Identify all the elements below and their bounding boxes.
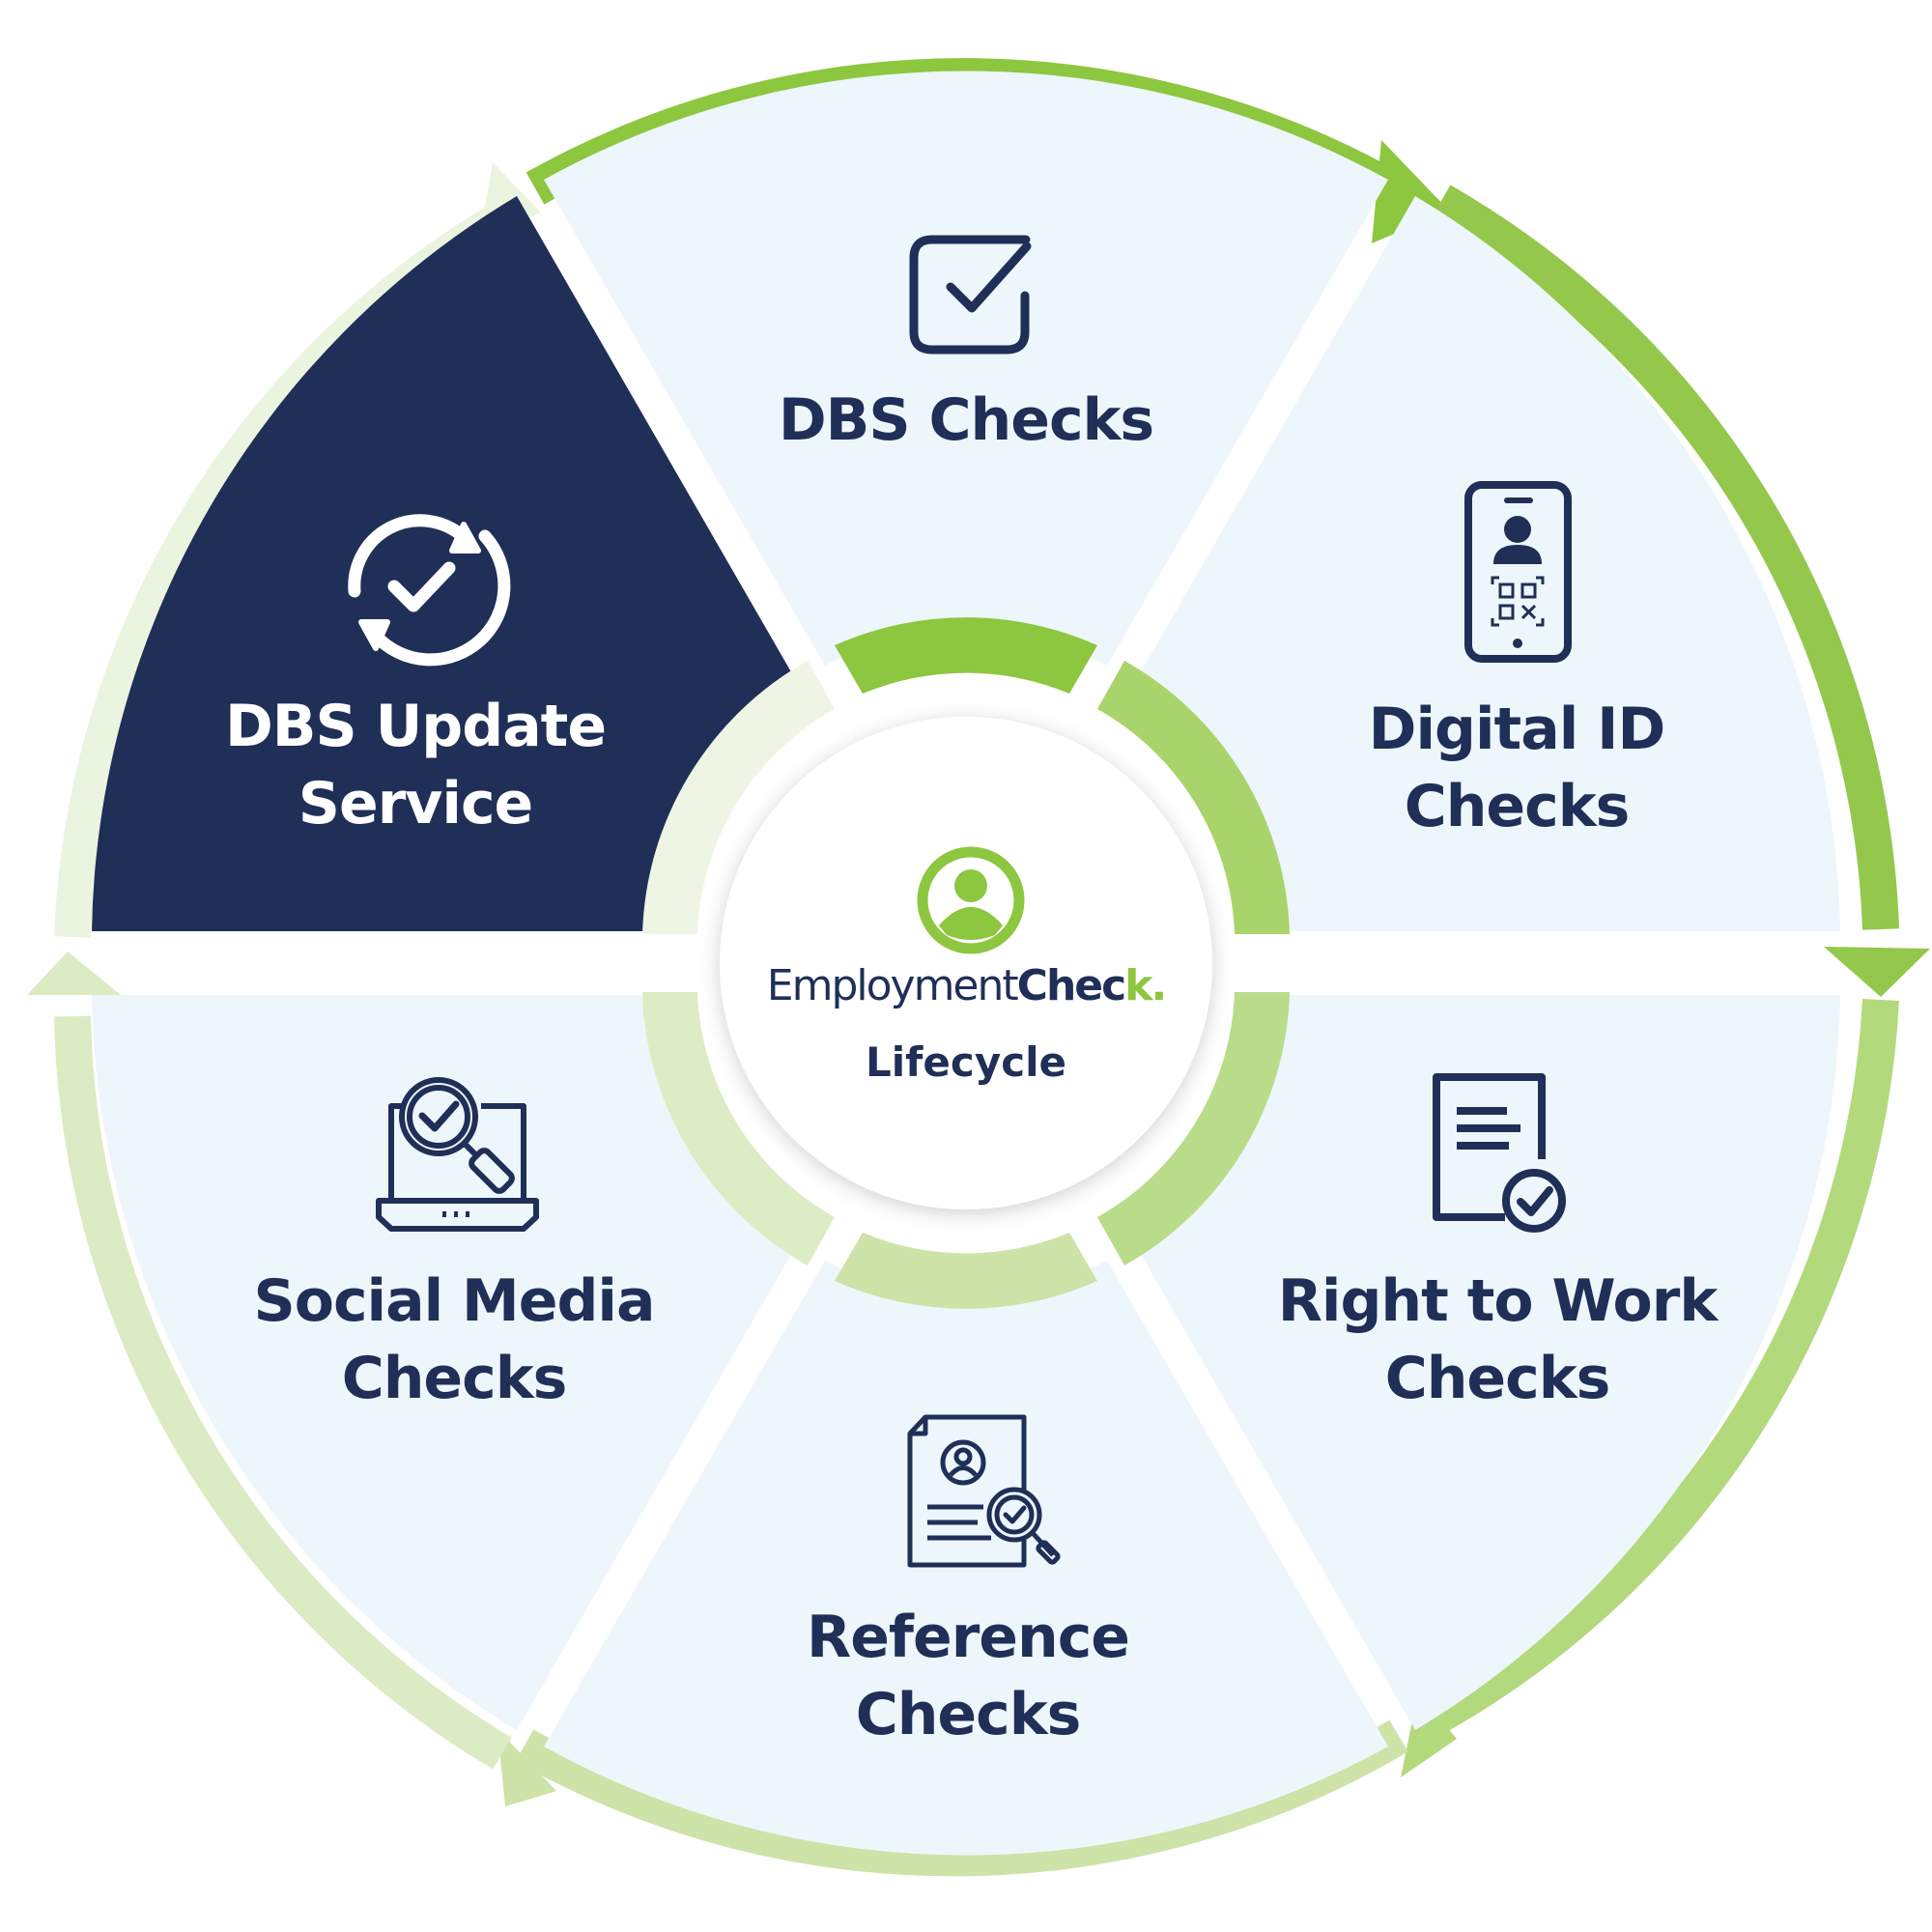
- document-check-icon: [1433, 1073, 1566, 1233]
- segment-title-line: DBS Checks: [778, 386, 1154, 454]
- user-circle-icon: [917, 846, 1025, 954]
- segment-title-line: Checks: [1404, 773, 1631, 840]
- segment-title-line: Checks: [341, 1345, 568, 1412]
- wedge-right-to-work-checks: [1135, 995, 1840, 1730]
- wedge-social-media-checks: [92, 995, 797, 1730]
- cycle-arrow-lower-right: [1427, 999, 1899, 1733]
- segment-title-line: Reference: [807, 1604, 1130, 1671]
- segment-title-line: Checks: [1384, 1345, 1611, 1412]
- segment-title-dbs-update-service: DBS Update Service: [145, 688, 686, 842]
- segment-wedges: [92, 71, 1840, 1856]
- wedge-digital-id-checks: [1135, 196, 1840, 931]
- brand-logo-tick: k.: [1124, 961, 1167, 1010]
- ring-sector-lower-left: [642, 992, 835, 1265]
- cycle-arrowhead-bottom: [497, 1729, 556, 1806]
- profile-search-icon: [907, 1414, 1061, 1568]
- brand-logo-bold: Chec: [1016, 961, 1127, 1010]
- segment-title-social-media-checks: Social Media Checks: [184, 1263, 724, 1417]
- brand-logo: EmploymentCheck.: [705, 961, 1227, 1010]
- ring-sector-upper-right: [1097, 661, 1290, 934]
- segment-title-line: Digital ID: [1368, 696, 1666, 763]
- ring-sector-upper-left: [642, 661, 835, 934]
- segment-title-line: Right to Work: [1277, 1267, 1719, 1335]
- phone-id-qr-icon: [1464, 481, 1572, 663]
- segment-title-line: Service: [298, 770, 533, 838]
- refresh-check-icon: [348, 514, 511, 667]
- inner-ring: [642, 617, 1290, 1309]
- wedge-dbs-checks: [544, 71, 1388, 667]
- segment-title-right-to-work-checks: Right to Work Checks: [1227, 1263, 1768, 1417]
- ring-sector-top: [835, 617, 1097, 694]
- center-label: Lifecycle: [866, 1038, 1066, 1086]
- segment-title-line: DBS Update: [224, 693, 607, 760]
- ring-sector-lower-right: [1097, 992, 1290, 1265]
- segment-title-reference-checks: Reference Checks: [697, 1599, 1238, 1753]
- checkbox-icon: [909, 235, 1032, 355]
- ring-sector-bottom: [835, 1233, 1097, 1309]
- segment-title-dbs-checks: DBS Checks: [696, 382, 1236, 459]
- segment-title-digital-id-checks: Digital ID Checks: [1246, 691, 1787, 845]
- cycle-arrowhead-lower-left: [27, 952, 121, 995]
- segment-title-line: Checks: [855, 1681, 1082, 1748]
- center-disc: [720, 717, 1212, 1209]
- cycle-arrow-upper-right: [1432, 185, 1899, 930]
- wedge-reference-checks: [544, 1261, 1388, 1856]
- cycle-arrow-lower-left: [54, 1015, 512, 1770]
- laptop-search-icon: [376, 1077, 539, 1232]
- segment-title-line: Social Media: [253, 1267, 656, 1335]
- brand-logo-regular: Employment: [766, 961, 1019, 1010]
- wedge-dbs-update-service: [92, 196, 797, 931]
- cycle-arrowhead-upper-right: [1824, 947, 1930, 997]
